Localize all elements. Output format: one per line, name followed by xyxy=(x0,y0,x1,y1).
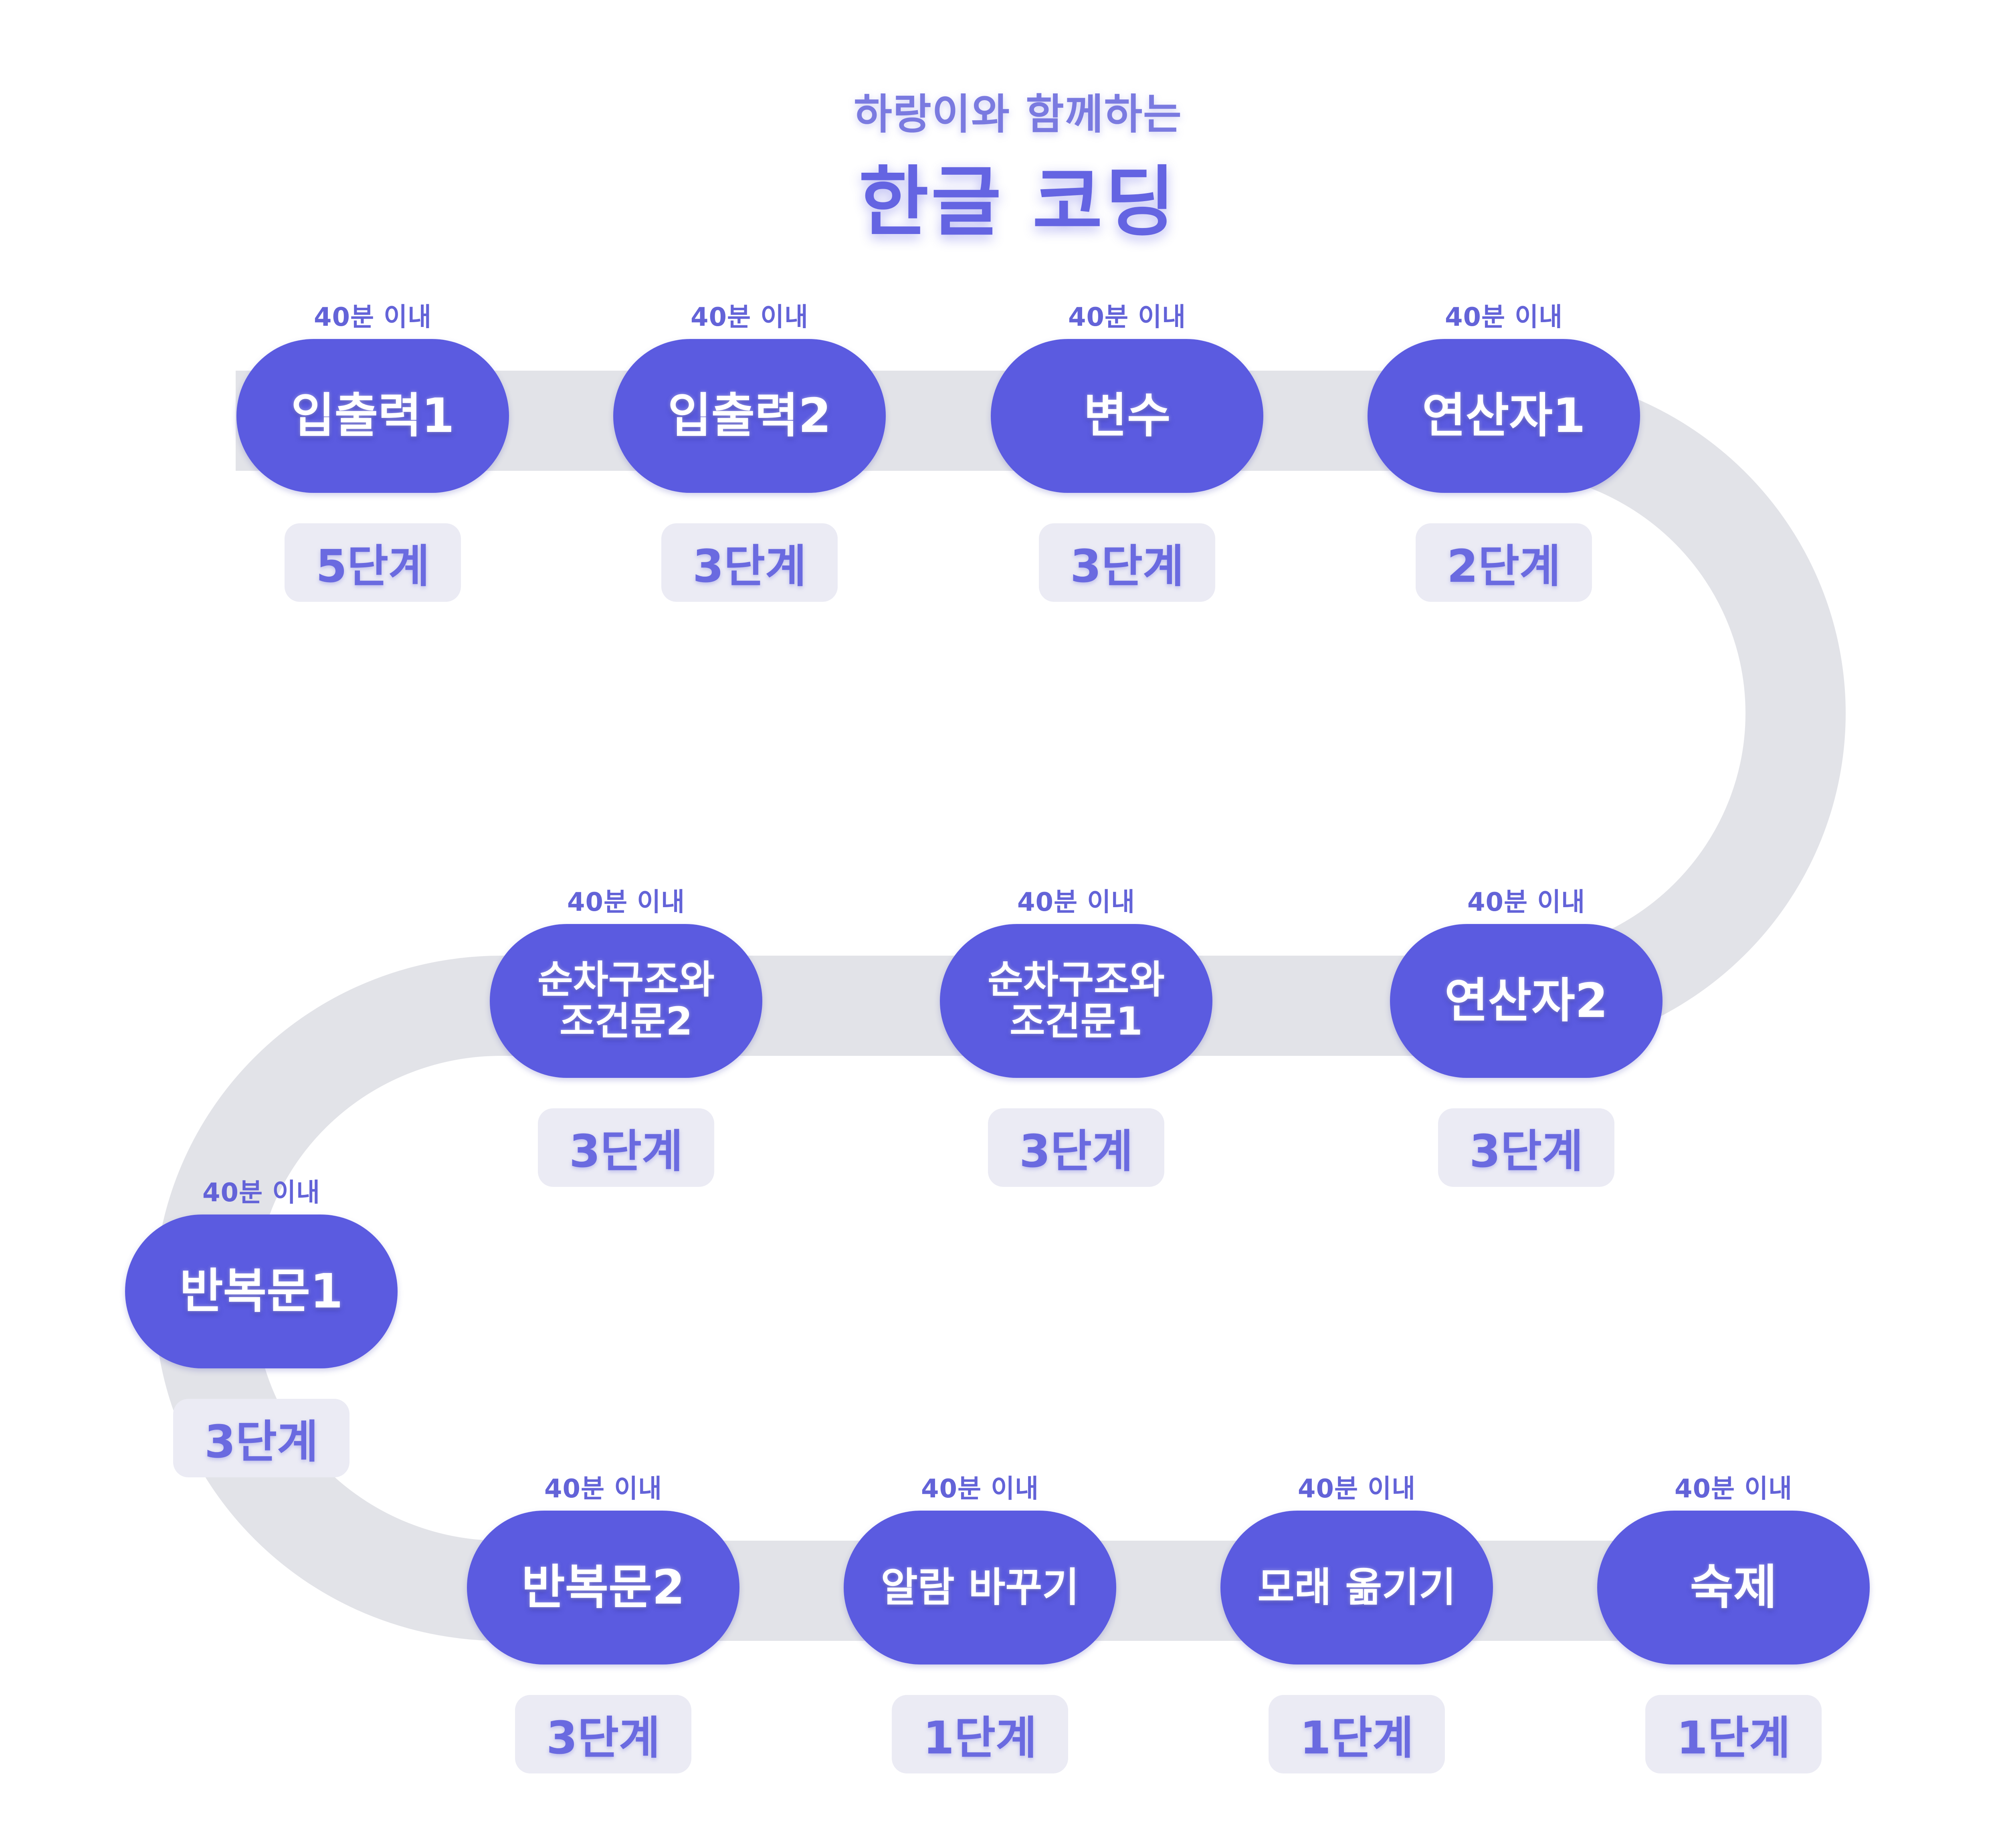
stage-count-badge: 3단계 xyxy=(515,1695,691,1773)
time-limit-label: 40분 이내 xyxy=(691,303,808,332)
step-title: 변수 xyxy=(1083,388,1171,444)
step-title: 입출력2 xyxy=(668,388,831,444)
step-pill[interactable]: 입출력2 xyxy=(613,339,886,493)
step-title: 연산자1 xyxy=(1422,388,1586,444)
time-limit-label: 40분 이내 xyxy=(921,1474,1039,1504)
step-pill[interactable]: 순차구조와 조건문1 xyxy=(940,924,1212,1078)
stage-count: 3단계 xyxy=(569,1126,683,1178)
time-limit-label: 40분 이내 xyxy=(567,888,685,917)
stage-count-badge: 1단계 xyxy=(1269,1695,1445,1773)
stage-count: 5단계 xyxy=(315,541,430,593)
step-pill[interactable]: 변수 xyxy=(991,339,1263,493)
step-title: 입출력1 xyxy=(291,388,455,444)
time-limit-label: 40분 이내 xyxy=(1675,1474,1792,1504)
step-pill[interactable]: 반복문2 xyxy=(467,1511,739,1664)
step-pill[interactable]: 순차구조와 조건문2 xyxy=(490,924,762,1078)
stage-count-badge: 2단계 xyxy=(1416,523,1592,602)
step-title: 반복문1 xyxy=(180,1263,343,1319)
step-pill[interactable]: 연산자1 xyxy=(1368,339,1640,493)
stage-count: 3단계 xyxy=(1070,541,1184,593)
stage-count: 3단계 xyxy=(204,1416,318,1468)
stage-count: 3단계 xyxy=(1019,1126,1133,1178)
stage-count-badge: 3단계 xyxy=(538,1108,714,1187)
stage-count: 1단계 xyxy=(1676,1712,1790,1764)
stage-count-badge: 1단계 xyxy=(1645,1695,1822,1773)
step-title: 알람 바꾸기 xyxy=(881,1564,1079,1611)
stage-count: 3단계 xyxy=(546,1712,660,1764)
step-pill[interactable]: 입출력1 xyxy=(236,339,509,493)
page-subtitle: 하랑이와 함께하는 xyxy=(854,90,1182,139)
time-limit-label: 40분 이내 xyxy=(544,1474,662,1504)
stage-count-badge: 5단계 xyxy=(285,523,461,602)
time-limit-label: 40분 이내 xyxy=(1467,888,1585,917)
step-title: 숙제 xyxy=(1690,1560,1777,1615)
stage-count-badge: 1단계 xyxy=(892,1695,1068,1773)
step-pill[interactable]: 모래 옮기기 xyxy=(1220,1511,1493,1664)
step-title: 순차구조와 조건문2 xyxy=(537,957,715,1044)
stage-count: 1단계 xyxy=(1299,1712,1414,1764)
step-title: 연산자2 xyxy=(1444,973,1608,1029)
page-title: 한글 코딩 xyxy=(859,158,1178,246)
stage-count-badge: 3단계 xyxy=(1039,523,1215,602)
step-pill[interactable]: 숙제 xyxy=(1597,1511,1870,1664)
step-pill[interactable]: 연산자2 xyxy=(1390,924,1663,1078)
time-limit-label: 40분 이내 xyxy=(202,1178,320,1208)
stage-count: 1단계 xyxy=(923,1712,1037,1764)
step-title: 순차구조와 조건문1 xyxy=(988,957,1165,1044)
stage-count-badge: 3단계 xyxy=(661,523,838,602)
step-title: 반복문2 xyxy=(521,1560,685,1615)
time-limit-label: 40분 이내 xyxy=(1298,1474,1416,1504)
stage-count-badge: 3단계 xyxy=(1438,1108,1614,1187)
stage-count: 3단계 xyxy=(1469,1126,1583,1178)
stage-count: 2단계 xyxy=(1446,541,1561,593)
step-title: 모래 옮기기 xyxy=(1257,1564,1456,1611)
step-pill[interactable]: 알람 바꾸기 xyxy=(844,1511,1116,1664)
stage-count-badge: 3단계 xyxy=(173,1399,349,1477)
time-limit-label: 40분 이내 xyxy=(1017,888,1135,917)
time-limit-label: 40분 이내 xyxy=(1068,303,1186,332)
stage-count-badge: 3단계 xyxy=(988,1108,1164,1187)
time-limit-label: 40분 이내 xyxy=(1445,303,1563,332)
step-pill[interactable]: 반복문1 xyxy=(125,1215,398,1368)
time-limit-label: 40분 이내 xyxy=(314,303,432,332)
stage-count: 3단계 xyxy=(692,541,806,593)
